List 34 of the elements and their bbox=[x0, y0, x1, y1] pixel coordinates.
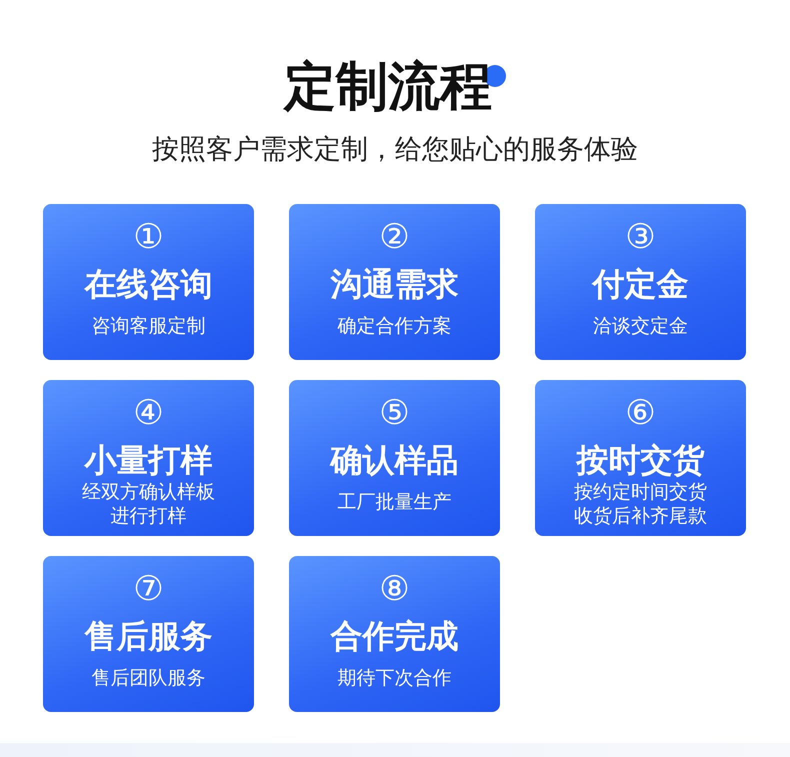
step-card bbox=[43, 556, 254, 712]
step-card bbox=[289, 204, 500, 360]
step-title: 确认样品 bbox=[330, 440, 458, 480]
step-card bbox=[535, 204, 746, 360]
step-number: ⑥ bbox=[625, 394, 656, 432]
step-title: 按时交货 bbox=[576, 440, 704, 480]
step-description: 洽谈交定金 bbox=[592, 314, 689, 338]
step-card bbox=[289, 380, 500, 536]
step-title: 沟通需求 bbox=[330, 264, 458, 304]
step-title: 在线咨询 bbox=[84, 264, 212, 304]
step-number: ① bbox=[133, 218, 164, 256]
step-description: 售后团队服务 bbox=[90, 666, 206, 690]
step-description: 期待下次合作 bbox=[336, 666, 452, 690]
step-title: 付定金 bbox=[592, 264, 688, 304]
step-card bbox=[43, 204, 254, 360]
step-number: ⑦ bbox=[133, 570, 164, 608]
step-number: ⑧ bbox=[379, 570, 410, 608]
title: 定制流程 bbox=[284, 56, 492, 119]
step-number: ⑤ bbox=[379, 394, 410, 432]
step-description: 工厂批量生产 bbox=[336, 490, 452, 514]
step-description: 按约定时间交货收货后补齐尾款 bbox=[573, 480, 708, 528]
step-title: 售后服务 bbox=[84, 616, 212, 656]
step-number: ② bbox=[379, 218, 410, 256]
step-number: ④ bbox=[133, 394, 164, 432]
step-number: ③ bbox=[625, 218, 656, 256]
step-description: 确定合作方案 bbox=[336, 314, 452, 338]
step-title: 合作完成 bbox=[330, 616, 458, 656]
step-card bbox=[535, 380, 746, 536]
step-description: 咨询客服定制 bbox=[90, 314, 206, 338]
subtitle: 按照客户需求定制，给您贴心的服务体验 bbox=[152, 134, 638, 165]
step-card bbox=[43, 380, 254, 536]
step-description: 经双方确认样板进行打样 bbox=[81, 480, 216, 528]
step-card bbox=[289, 556, 500, 712]
step-title: 小量打样 bbox=[84, 440, 212, 480]
